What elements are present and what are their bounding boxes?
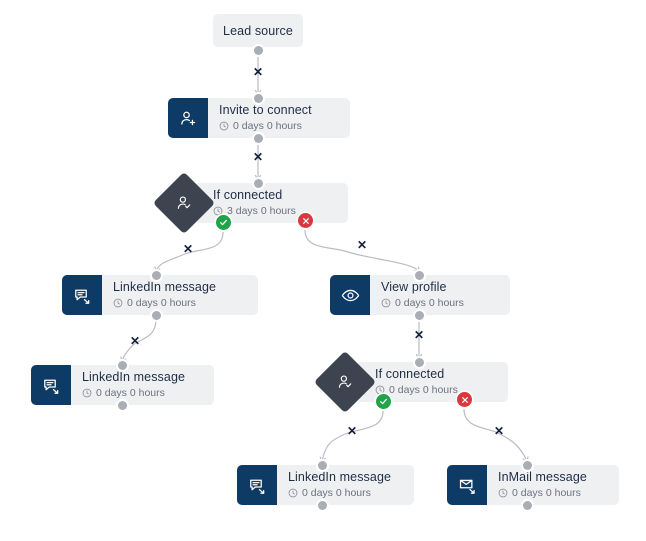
person-check-icon bbox=[336, 373, 354, 391]
node-subtitle: 3 days 0 hours bbox=[213, 204, 338, 218]
clock-icon bbox=[113, 298, 123, 308]
port-out-view-profile[interactable] bbox=[415, 311, 424, 320]
branch-yes-badge-2[interactable] bbox=[376, 394, 391, 409]
edge-delete-marker[interactable]: ✕ bbox=[253, 65, 264, 79]
node-duration: 0 days 0 hours bbox=[395, 297, 464, 309]
port-in-linkedin-message-1[interactable] bbox=[152, 271, 161, 280]
node-duration: 0 days 0 hours bbox=[96, 387, 165, 399]
eye-icon bbox=[330, 275, 370, 315]
node-text: If connected 0 days 0 hours bbox=[356, 362, 508, 402]
node-title: If connected bbox=[375, 367, 445, 381]
node-view-profile[interactable]: View profile 0 days 0 hours bbox=[330, 275, 510, 315]
port-in-if-connected-1[interactable] bbox=[254, 179, 263, 188]
node-inmail-message[interactable]: InMail message 0 days 0 hours bbox=[447, 465, 619, 505]
node-text: InMail message 0 days 0 hours bbox=[487, 465, 619, 505]
node-title: LinkedIn message bbox=[82, 370, 186, 384]
edge-delete-marker[interactable]: ✕ bbox=[130, 334, 141, 348]
chat-arrow-icon bbox=[237, 465, 277, 505]
node-linkedin-message-3[interactable]: LinkedIn message 0 days 0 hours bbox=[237, 465, 414, 505]
node-title: Lead source bbox=[223, 23, 293, 38]
node-duration: 3 days 0 hours bbox=[227, 205, 296, 217]
node-subtitle: 0 days 0 hours bbox=[219, 119, 340, 133]
node-subtitle: 0 days 0 hours bbox=[498, 486, 609, 500]
node-text: LinkedIn message 0 days 0 hours bbox=[277, 465, 414, 505]
port-out-invite-to-connect[interactable] bbox=[254, 134, 263, 143]
port-out-linkedin-message-3[interactable] bbox=[318, 501, 327, 510]
node-duration: 0 days 0 hours bbox=[302, 487, 371, 499]
node-text: LinkedIn message 0 days 0 hours bbox=[71, 365, 214, 405]
node-if-connected-1-diamond[interactable] bbox=[152, 171, 216, 235]
check-icon bbox=[220, 219, 227, 226]
envelope-arrow-icon bbox=[447, 465, 487, 505]
person-check-icon bbox=[175, 194, 193, 212]
edge-delete-marker[interactable]: ✕ bbox=[357, 238, 368, 252]
close-icon bbox=[461, 396, 468, 403]
chat-arrow-icon bbox=[31, 365, 71, 405]
edge-delete-marker[interactable]: ✕ bbox=[253, 150, 264, 164]
edge-delete-marker[interactable]: ✕ bbox=[183, 242, 194, 256]
port-in-linkedin-message-3[interactable] bbox=[318, 461, 327, 470]
edge-delete-marker[interactable]: ✕ bbox=[494, 424, 505, 438]
branch-yes-badge-1[interactable] bbox=[216, 215, 231, 230]
person-plus-icon bbox=[168, 98, 208, 138]
node-title: Invite to connect bbox=[219, 103, 312, 117]
node-title: LinkedIn message bbox=[113, 280, 217, 294]
chat-arrow-icon bbox=[62, 275, 102, 315]
node-subtitle: 0 days 0 hours bbox=[381, 296, 500, 310]
node-text: Invite to connect 0 days 0 hours bbox=[208, 98, 350, 138]
node-duration: 0 days 0 hours bbox=[389, 384, 458, 396]
clock-icon bbox=[375, 385, 385, 395]
node-subtitle: 0 days 0 hours bbox=[113, 296, 248, 310]
node-duration: 0 days 0 hours bbox=[127, 297, 196, 309]
port-out-lead-source[interactable] bbox=[254, 46, 263, 55]
branch-no-badge-1[interactable] bbox=[298, 213, 313, 228]
port-in-if-connected-2[interactable] bbox=[415, 358, 424, 367]
node-linkedin-message-2[interactable]: LinkedIn message 0 days 0 hours bbox=[31, 365, 214, 405]
clock-icon bbox=[82, 388, 92, 398]
node-text: View profile 0 days 0 hours bbox=[370, 275, 510, 315]
port-in-invite-to-connect[interactable] bbox=[254, 94, 263, 103]
node-duration: 0 days 0 hours bbox=[512, 487, 581, 499]
clock-icon bbox=[288, 488, 298, 498]
node-title: View profile bbox=[381, 280, 447, 294]
clock-icon bbox=[219, 121, 229, 131]
port-in-linkedin-message-2[interactable] bbox=[118, 361, 127, 370]
check-icon bbox=[380, 398, 387, 405]
node-linkedin-message-1[interactable]: LinkedIn message 0 days 0 hours bbox=[62, 275, 258, 315]
node-text: LinkedIn message 0 days 0 hours bbox=[102, 275, 258, 315]
port-in-view-profile[interactable] bbox=[415, 271, 424, 280]
node-duration: 0 days 0 hours bbox=[233, 120, 302, 132]
clock-icon bbox=[498, 488, 508, 498]
node-title: LinkedIn message bbox=[288, 470, 392, 484]
port-out-linkedin-message-1[interactable] bbox=[152, 311, 161, 320]
node-lead-source[interactable]: Lead source bbox=[213, 14, 303, 47]
clock-icon bbox=[213, 206, 223, 216]
port-out-linkedin-message-2[interactable] bbox=[118, 401, 127, 410]
port-out-inmail-message[interactable] bbox=[523, 501, 532, 510]
close-icon bbox=[302, 217, 309, 224]
clock-icon bbox=[381, 298, 391, 308]
node-title: InMail message bbox=[498, 470, 587, 484]
port-in-inmail-message[interactable] bbox=[523, 461, 532, 470]
node-invite-to-connect[interactable]: Invite to connect 0 days 0 hours bbox=[168, 98, 350, 138]
node-subtitle: 0 days 0 hours bbox=[375, 383, 498, 397]
node-text: If connected 3 days 0 hours bbox=[194, 183, 348, 223]
edge-delete-marker[interactable]: ✕ bbox=[414, 328, 425, 342]
edge-delete-marker[interactable]: ✕ bbox=[347, 424, 358, 438]
node-title: If connected bbox=[213, 188, 283, 202]
node-if-connected-2-diamond[interactable] bbox=[313, 350, 377, 414]
node-subtitle: 0 days 0 hours bbox=[288, 486, 404, 500]
branch-no-badge-2[interactable] bbox=[457, 392, 472, 407]
node-subtitle: 0 days 0 hours bbox=[82, 386, 204, 400]
